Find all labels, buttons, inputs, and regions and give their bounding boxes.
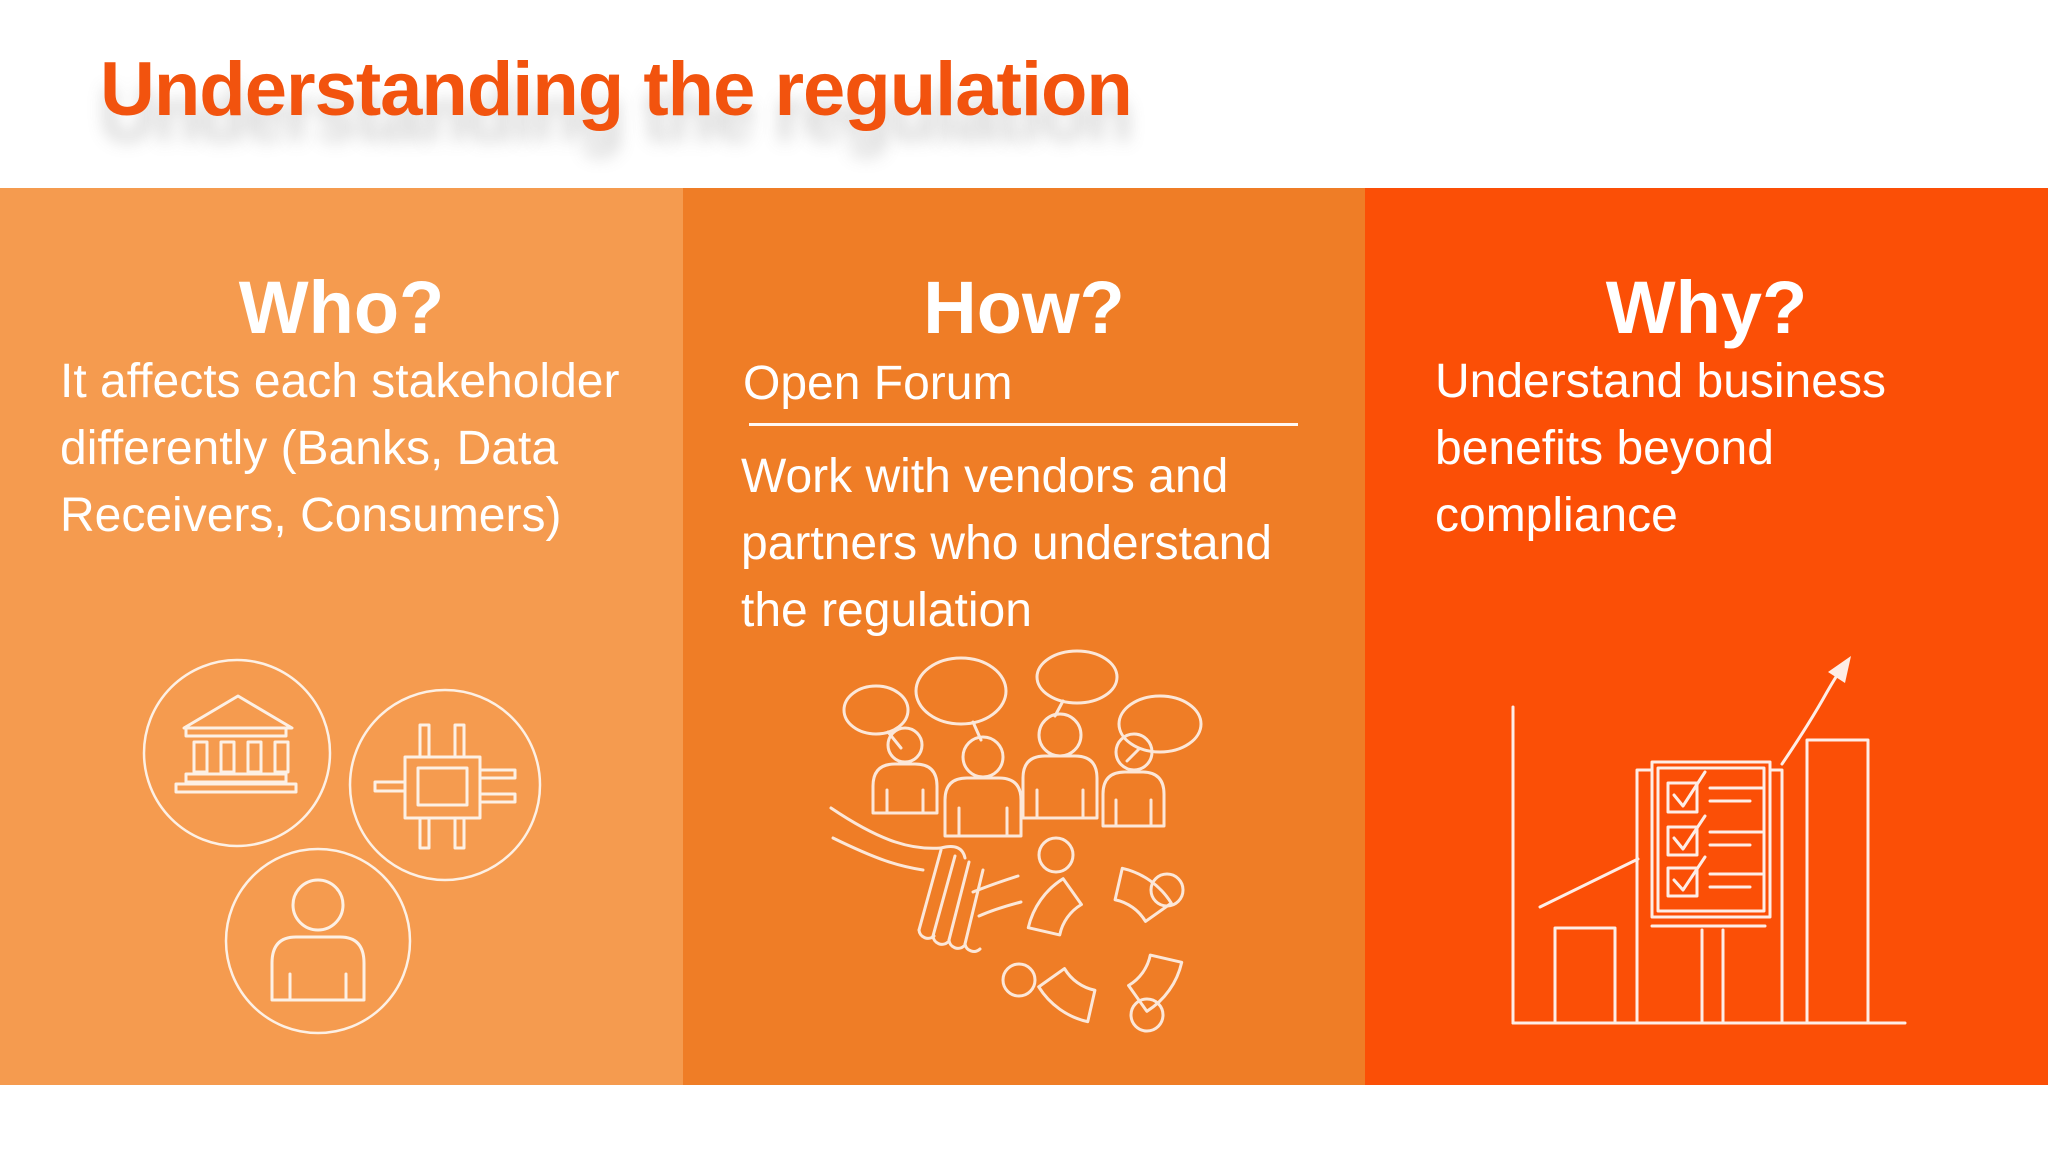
growth-arrow-icon — [1780, 656, 1851, 766]
who-body: It affects each stakeholder differently … — [60, 355, 620, 542]
subheading-underline — [749, 423, 1298, 426]
how-body: Work with vendors and partners who under… — [741, 450, 1272, 637]
speech-bubbles-icon — [842, 649, 1203, 763]
who-heading: Who? — [238, 266, 445, 349]
how-heading: How? — [923, 266, 1125, 349]
handshake-icon — [829, 806, 1023, 953]
why-body: Understand business benefits beyond comp… — [1435, 355, 1886, 542]
bank-circle — [142, 658, 332, 848]
title-bar: Understanding the regulation — [0, 0, 2048, 188]
checklist-icon — [1650, 760, 1772, 1025]
roundtable-icon — [1001, 836, 1185, 1033]
growth-chart-icon — [1511, 656, 1907, 1025]
slide-title: Understanding the regulation — [100, 47, 1133, 132]
chip-circle — [348, 688, 542, 882]
collaboration-icon — [829, 649, 1203, 1033]
why-heading: Why? — [1605, 266, 1808, 349]
person-circle — [224, 847, 412, 1035]
panel-how: How? Open Forum Work with vendors and pa… — [683, 188, 1365, 1085]
panel-why: Why? Understand business benefits beyond… — [1365, 188, 2048, 1085]
stakeholder-circles-icon — [142, 658, 542, 1035]
three-column-layout: Who? It affects each stakeholder differe… — [0, 188, 2048, 1085]
panel-who: Who? It affects each stakeholder differe… — [0, 188, 683, 1085]
how-subheading: Open Forum — [743, 357, 1013, 410]
people-group-icon — [871, 712, 1166, 838]
